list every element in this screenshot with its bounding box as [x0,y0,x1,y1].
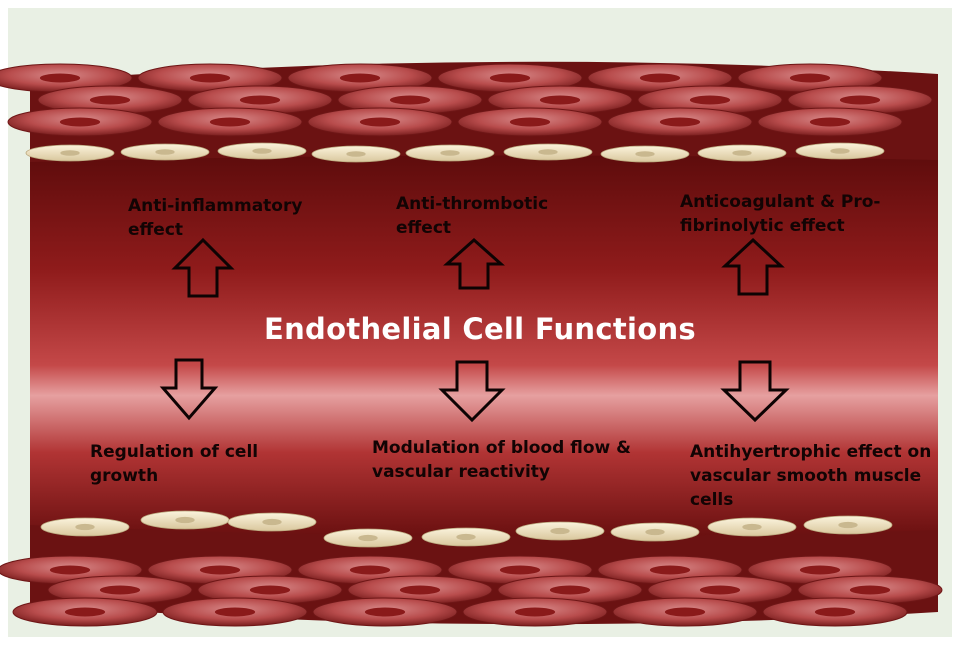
label-anticoagulant: Anticoagulant & Pro-fibrinolytic effect [680,190,930,238]
smooth-muscle-cell [463,598,607,626]
endothelial-cell [324,529,412,547]
endothelial-cell [312,146,400,162]
smooth-muscle-cell [608,108,752,136]
smooth-muscle-layer-top [0,64,932,136]
smooth-muscle-cell [8,108,152,136]
label-blood-flow: Modulation of blood flow & vascular reac… [372,436,662,484]
endothelial-cell [41,518,129,536]
endothelial-cell [504,144,592,160]
endothelial-layer-top [26,143,884,162]
smooth-muscle-cell [313,598,457,626]
diagram-title: Endothelial Cell Functions [0,312,960,346]
smooth-muscle-cell [308,108,452,136]
endothelial-cell [422,528,510,546]
smooth-muscle-cell [13,598,157,626]
endothelial-cell [516,522,604,540]
endothelial-cell [804,516,892,534]
endothelial-cell [218,143,306,159]
endothelial-cell [121,144,209,160]
label-cell-growth: Regulation of cell growth [90,440,300,488]
smooth-muscle-cell [163,598,307,626]
endothelial-cell [601,146,689,162]
endothelial-cell [708,518,796,536]
endothelial-cell [611,523,699,541]
endothelial-cell [228,513,316,531]
smooth-muscle-cell [158,108,302,136]
smooth-muscle-cell [458,108,602,136]
smooth-muscle-cell [763,598,907,626]
smooth-muscle-cell [758,108,902,136]
label-anti-thrombotic: Anti-thrombotic effect [396,192,586,240]
endothelial-cell [698,145,786,161]
endothelial-cell [141,511,229,529]
label-anti-inflammatory: Anti-inflammatory effect [128,194,358,242]
endothelial-cell [26,145,114,161]
endothelial-cell [796,143,884,159]
label-antihypertrophic: Antihyertrophic effect on vascular smoot… [690,440,940,512]
endothelial-cell [406,145,494,161]
smooth-muscle-cell [613,598,757,626]
